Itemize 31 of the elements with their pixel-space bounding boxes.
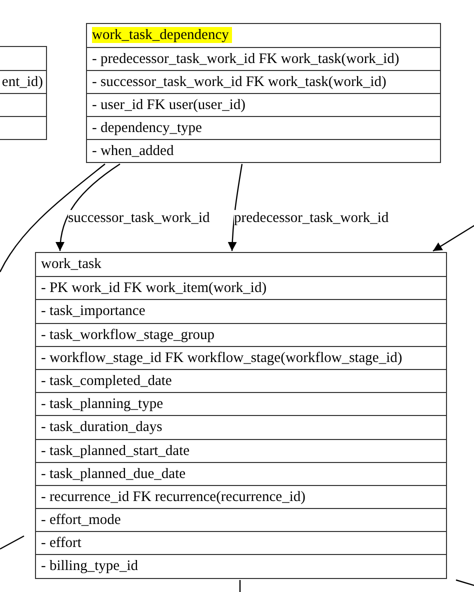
- column-field: - effort: [41, 535, 82, 552]
- column-field: - PK work_id FK work_item(work_id): [41, 280, 267, 296]
- entity-table: [35, 252, 447, 579]
- column-field: - task_importance: [41, 303, 146, 320]
- table-title: work_task: [41, 256, 102, 272]
- column-field: - successor_task_work_id FK work_task(work_id): [92, 74, 386, 90]
- column-field: - task_planned_start_date: [41, 442, 190, 458]
- edge-label: successor_task_work_id: [68, 210, 210, 227]
- column-field: - user_id FK user(user_id): [92, 97, 246, 113]
- column-field: - when_added: [92, 143, 174, 159]
- entity-table: [86, 23, 441, 163]
- connector-line: [239, 580, 241, 592]
- connector-line: [456, 579, 474, 587]
- connector-line: [0, 164, 106, 272]
- column-field: - task_planned_due_date: [41, 466, 186, 482]
- column-field: - workflow_stage_id FK workflow_stage(workflow_stage_id): [41, 350, 402, 366]
- column-field: - recurrence_id FK recurrence(recurrence_id): [41, 488, 306, 505]
- column-field: - task_workflow_stage_group: [41, 326, 215, 343]
- column-field: - billing_type_id: [41, 558, 138, 574]
- column-field: - predecessor_task_work_id FK work_task(work_id): [92, 51, 400, 67]
- arrow: [56, 164, 120, 252]
- column-field: ent_id): [2, 74, 43, 90]
- column-field: - task_duration_days: [41, 419, 162, 436]
- column-field: - task_planning_type: [41, 396, 164, 412]
- column-field: - effort_mode: [41, 512, 121, 528]
- column-field: - dependency_type: [92, 120, 202, 136]
- table-title: work_task_dependency: [92, 27, 232, 43]
- arrow: [228, 164, 243, 252]
- column-field: - task_completed_date: [41, 372, 172, 389]
- connector-line: [0, 535, 24, 550]
- edge-label: predecessor_task_work_id: [234, 210, 389, 227]
